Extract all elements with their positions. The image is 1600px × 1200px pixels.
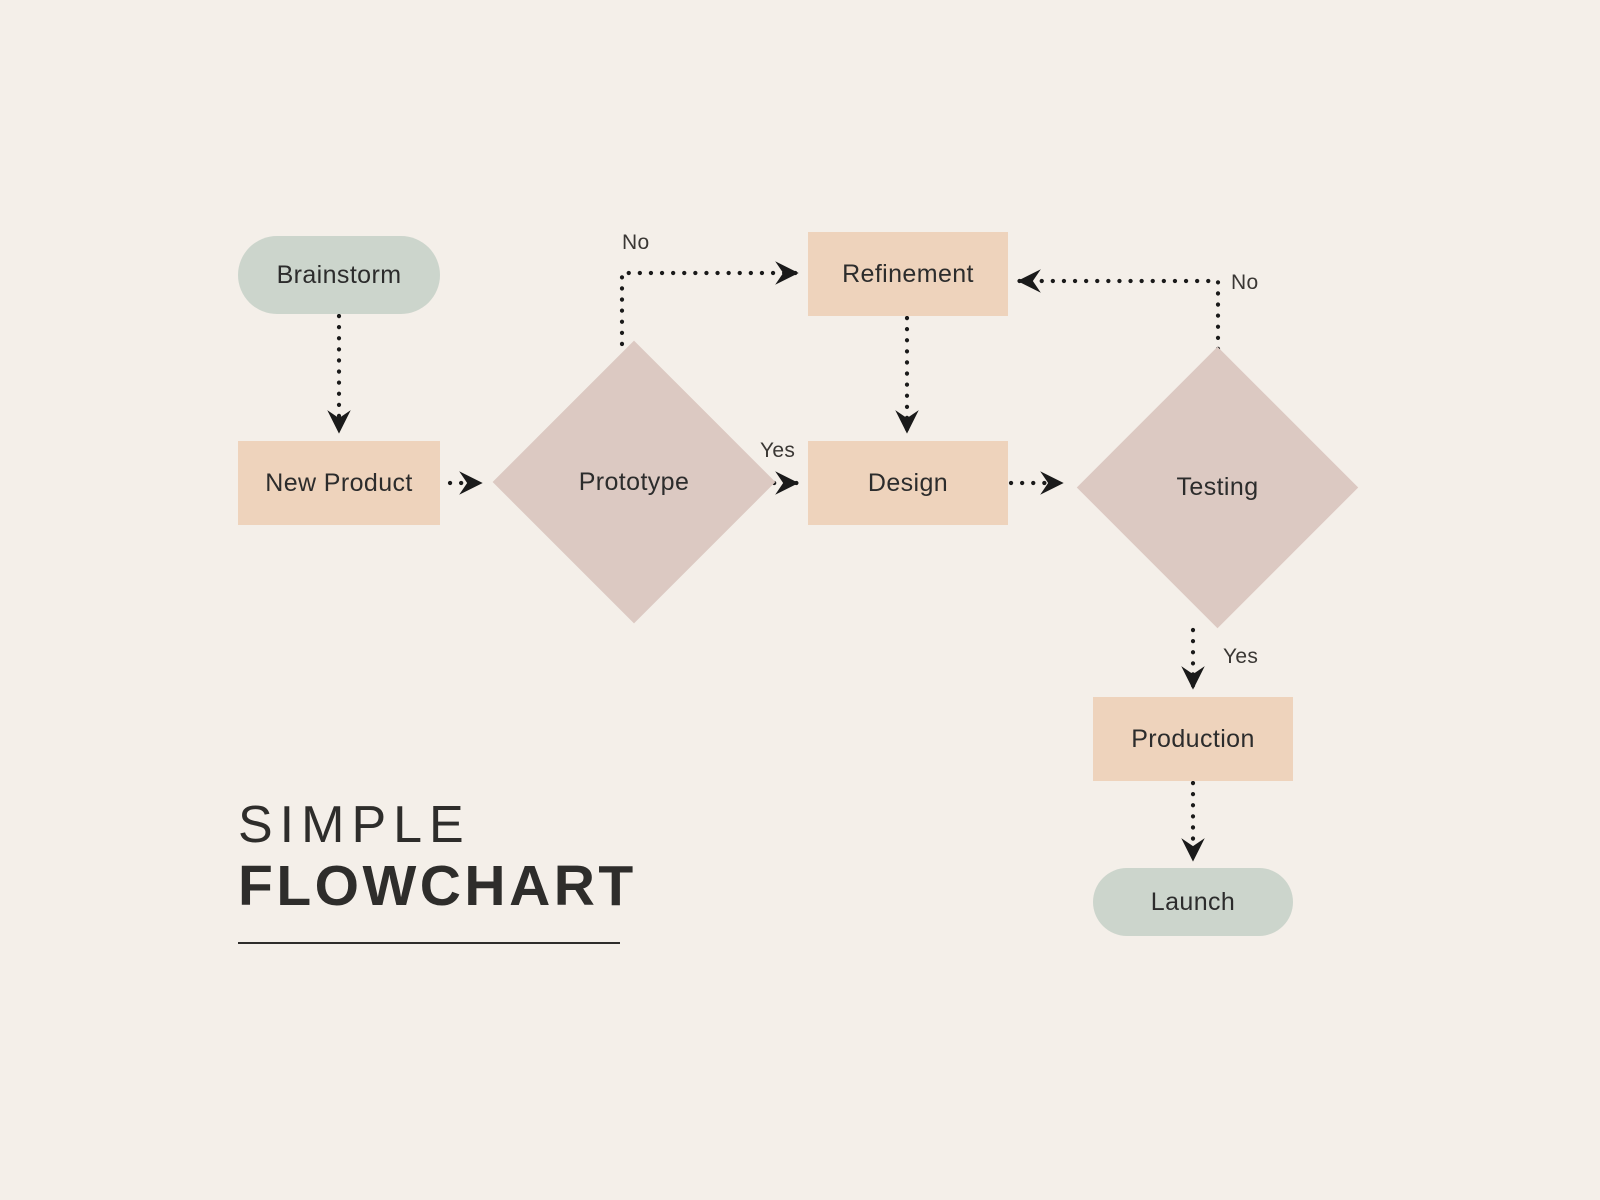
node-refinement[interactable]: Refinement	[808, 232, 1008, 316]
node-refinement-label: Refinement	[842, 259, 974, 288]
node-launch[interactable]: Launch	[1093, 868, 1293, 936]
title-underline-rule	[238, 942, 620, 945]
title-block: SIMPLE FLOWCHART	[238, 796, 698, 945]
edge-prototype-to-refinement	[619, 261, 800, 347]
node-brainstorm-label: Brainstorm	[276, 260, 402, 289]
node-new-product[interactable]: New Product	[238, 441, 440, 525]
edge-label-no-right: No	[1231, 271, 1259, 294]
edge-label-no-left: No	[622, 231, 650, 254]
node-production-label: Production	[1131, 724, 1255, 753]
node-design[interactable]: Design	[808, 441, 1008, 525]
node-brainstorm[interactable]: Brainstorm	[238, 236, 440, 314]
title-line-flowchart: FLOWCHART	[238, 853, 637, 918]
title-line-simple: SIMPLE	[238, 796, 471, 854]
node-prototype[interactable]: Prototype	[492, 340, 776, 624]
node-production[interactable]: Production	[1093, 697, 1293, 781]
node-launch-label: Launch	[1150, 887, 1236, 916]
edge-label-yes-left: Yes	[760, 439, 796, 462]
node-testing-label: Testing	[1176, 473, 1259, 501]
edge-label-yes-right: Yes	[1223, 645, 1259, 668]
node-design-label: Design	[867, 468, 949, 497]
edge-testing-to-refinement	[1016, 269, 1221, 352]
node-testing[interactable]: Testing	[1076, 346, 1359, 629]
node-prototype-label: Prototype	[578, 467, 690, 496]
node-new-product-label: New Product	[265, 468, 413, 497]
